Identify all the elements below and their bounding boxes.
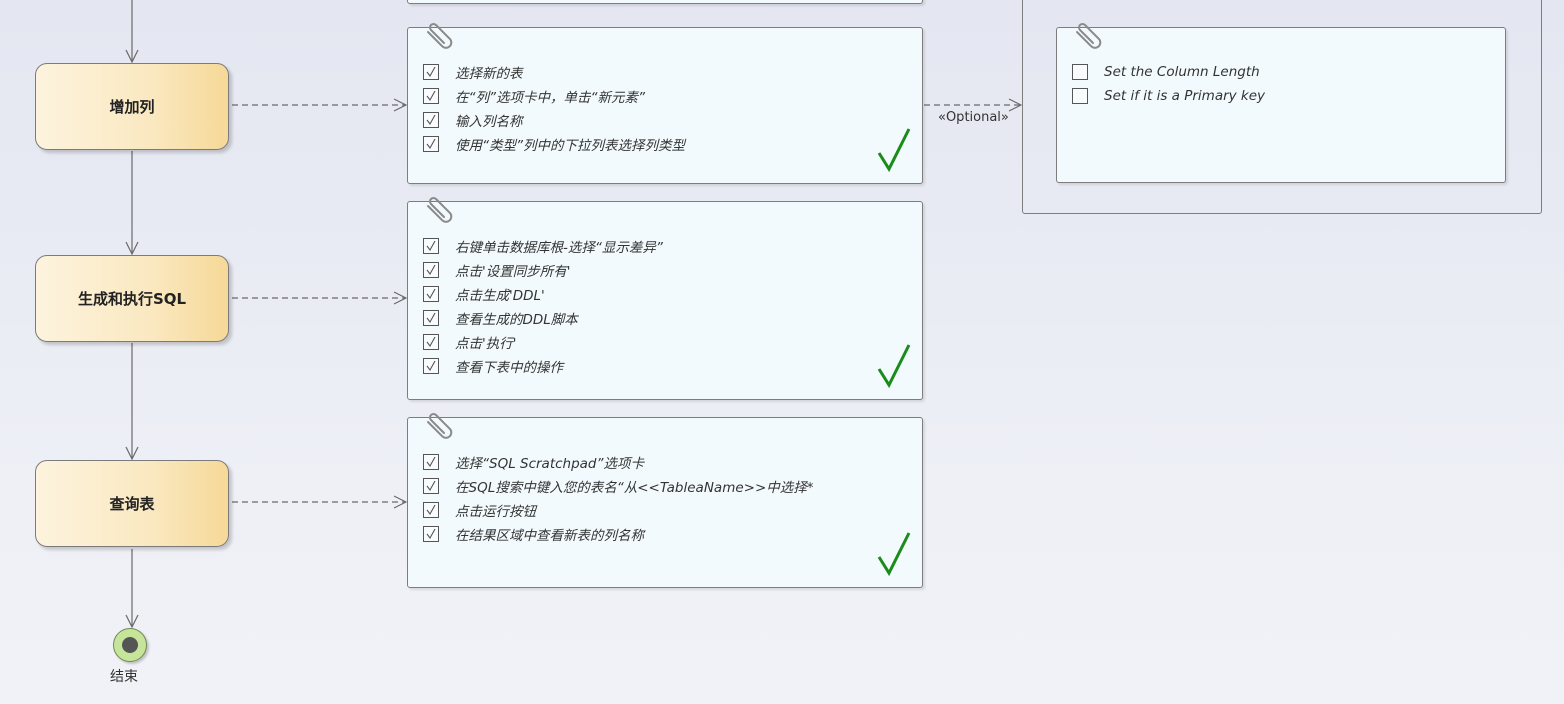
checklist-item-text: 输入列名称 <box>455 114 523 130</box>
check-icon <box>426 240 436 252</box>
checklist: 右键单击数据库根-选择“显示差异” 点击'设置同步所有' 点击生成'DDL' 查看生成… <box>423 234 663 378</box>
final-node-dot <box>122 637 138 653</box>
final-node-label: 结束 <box>110 669 138 685</box>
checkbox[interactable] <box>1072 64 1088 80</box>
checklist-item-text: 选择“SQL Scratchpad”选项卡 <box>455 456 644 472</box>
checklist: 选择新的表在“列”选项卡中，单击“新元素” 输入列名称使用“类型”列中的下拉列表选… <box>423 60 685 156</box>
note-query-table[interactable]: 选择“SQL Scratchpad”选项卡在SQL搜索中键入您的表名“从<<Ta… <box>407 412 923 588</box>
checklist-item: 查看生成的DDL脚本 <box>423 306 663 330</box>
action-query-table[interactable]: 查询表 <box>35 460 229 547</box>
checklist-item-text: 点击生成'DDL' <box>455 288 545 304</box>
note-partial-top[interactable] <box>407 0 923 4</box>
checklist-item-text: 在“列”选项卡中，单击“新元素” <box>455 90 645 106</box>
checklist-item-text: 使用“类型”列中的下拉列表选择列类型 <box>455 138 685 154</box>
checkbox[interactable] <box>423 334 439 350</box>
checkbox[interactable] <box>423 64 439 80</box>
done-check-icon <box>877 532 911 577</box>
checklist-item: 点击'执行' <box>423 330 663 354</box>
checklist-item-text: Set if it is a Primary key <box>1104 88 1266 104</box>
paperclip-icon <box>427 196 453 223</box>
action-generate-sql-label: 生成和执行SQL <box>77 290 187 308</box>
checklist-item: 选择“SQL Scratchpad”选项卡 <box>423 450 814 474</box>
check-icon <box>426 90 436 102</box>
optional-stereotype-label: «Optional» <box>938 110 1009 125</box>
checklist-item: 在SQL搜索中键入您的表名“从<<TableaName>>中选择* <box>423 474 814 498</box>
checklist-item: Set if it is a Primary key <box>1072 84 1265 108</box>
checklist-item-text: 点击'执行' <box>455 336 517 352</box>
checklist-item: 点击'设置同步所有' <box>423 258 663 282</box>
checkbox[interactable] <box>423 358 439 374</box>
checkbox[interactable] <box>423 88 439 104</box>
check-icon <box>426 114 436 126</box>
action-query-table-label: 查询表 <box>109 495 155 513</box>
note-add-column[interactable]: 选择新的表在“列”选项卡中，单击“新元素” 输入列名称使用“类型”列中的下拉列表选… <box>407 22 923 184</box>
check-icon <box>426 528 436 540</box>
checkbox[interactable] <box>423 262 439 278</box>
checkbox[interactable] <box>423 238 439 254</box>
checklist: 选择“SQL Scratchpad”选项卡在SQL搜索中键入您的表名“从<<Ta… <box>423 450 814 546</box>
checkbox[interactable] <box>423 310 439 326</box>
checkbox[interactable] <box>423 478 439 494</box>
checklist-item-text: 在结果区域中查看新表的列名称 <box>455 528 644 544</box>
action-add-column[interactable]: 增加列 <box>35 63 229 150</box>
action-generate-sql[interactable]: 生成和执行SQL <box>35 255 229 342</box>
check-icon <box>426 312 436 324</box>
note-generate-sql[interactable]: 右键单击数据库根-选择“显示差异” 点击'设置同步所有' 点击生成'DDL' 查看生成… <box>407 196 923 400</box>
checklist-item: 输入列名称 <box>423 108 685 132</box>
checklist-item-text: 查看下表中的操作 <box>455 360 563 376</box>
checklist-item: 在“列”选项卡中，单击“新元素” <box>423 84 685 108</box>
check-icon <box>426 480 436 492</box>
action-add-column-label: 增加列 <box>109 98 155 116</box>
checklist-item: 点击运行按钮 <box>423 498 814 522</box>
check-icon <box>426 138 436 150</box>
checklist-item: 点击生成'DDL' <box>423 282 663 306</box>
checkbox[interactable] <box>423 136 439 152</box>
check-icon <box>426 66 436 78</box>
check-icon <box>426 360 436 372</box>
paperclip-icon <box>427 22 453 49</box>
checkbox[interactable] <box>423 454 439 470</box>
done-check-icon <box>877 128 911 173</box>
checklist-item-text: 选择新的表 <box>455 66 523 82</box>
paperclip-icon <box>427 412 453 439</box>
check-icon <box>426 504 436 516</box>
checklist-item-text: 点击'设置同步所有' <box>455 264 571 280</box>
done-check-icon <box>877 344 911 389</box>
check-icon <box>426 456 436 468</box>
checklist-item: 选择新的表 <box>423 60 685 84</box>
check-icon <box>426 288 436 300</box>
checklist-item: Set the Column Length <box>1072 60 1265 84</box>
checkbox[interactable] <box>1072 88 1088 104</box>
checkbox[interactable] <box>423 286 439 302</box>
checklist-item: 右键单击数据库根-选择“显示差异” <box>423 234 663 258</box>
checklist-item-text: Set the Column Length <box>1104 64 1260 80</box>
checkbox[interactable] <box>423 502 439 518</box>
checklist-item-text: 右键单击数据库根-选择“显示差异” <box>455 240 663 256</box>
paperclip-icon <box>1076 22 1102 49</box>
checkbox[interactable] <box>423 526 439 542</box>
check-icon <box>426 264 436 276</box>
checkbox[interactable] <box>423 112 439 128</box>
check-icon <box>426 336 436 348</box>
checklist-item-text: 点击运行按钮 <box>455 504 536 520</box>
final-node[interactable] <box>113 628 147 662</box>
checklist-item-text: 在SQL搜索中键入您的表名“从<<TableaName>>中选择* <box>455 480 814 496</box>
checklist-item: 在结果区域中查看新表的列名称 <box>423 522 814 546</box>
checklist-item: 使用“类型”列中的下拉列表选择列类型 <box>423 132 685 156</box>
optional-frame[interactable] <box>1022 0 1542 214</box>
checklist-item: 查看下表中的操作 <box>423 354 663 378</box>
checklist-item-text: 查看生成的DDL脚本 <box>455 312 578 328</box>
